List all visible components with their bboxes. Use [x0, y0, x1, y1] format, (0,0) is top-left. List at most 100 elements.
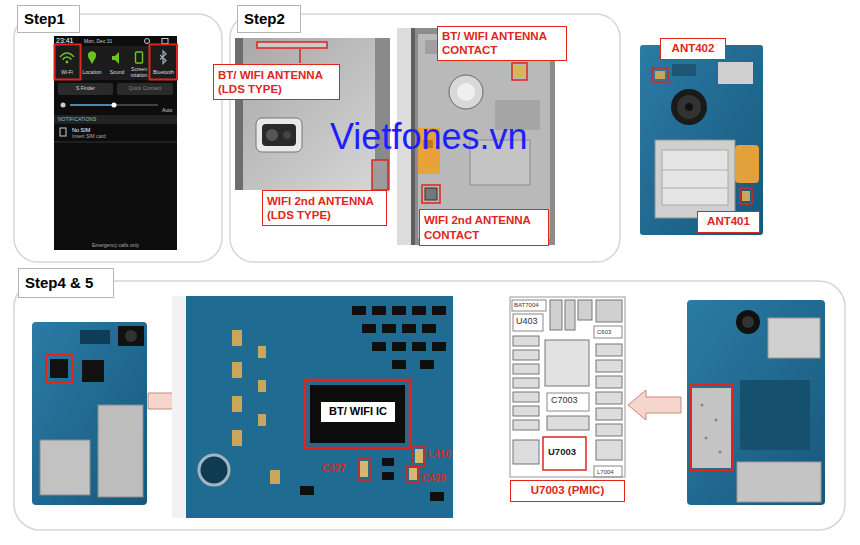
- node-text: BT/ WIFI ANTENNA CONTACT: [442, 29, 562, 58]
- shield-dot: [719, 451, 722, 454]
- brightness-icon: [61, 103, 66, 108]
- callout-box: BT/ WIFI ANTENNA (LDS TYPE): [213, 64, 340, 100]
- schematic-part: [565, 300, 575, 330]
- vibration-motor: [677, 95, 701, 119]
- highlight-box: [543, 437, 586, 470]
- board-edge: [172, 296, 186, 518]
- vibration-motor: [685, 103, 693, 111]
- node-text: Step2: [244, 10, 294, 28]
- schematic-part: [594, 466, 622, 477]
- component-ref: C427: [322, 463, 346, 474]
- screen-text: S Finder: [61, 86, 111, 92]
- schematic-part: [513, 420, 539, 430]
- schematic-part: [513, 350, 539, 360]
- component: [382, 324, 396, 333]
- pcb: [172, 296, 453, 518]
- pcb: [32, 322, 147, 505]
- watermark: Vietfones.vn: [330, 117, 527, 157]
- back-cover-photo: [235, 38, 390, 190]
- schematic-part: [596, 424, 622, 436]
- camera-module: [118, 326, 144, 346]
- schematic-part: [513, 440, 539, 464]
- chip: [310, 385, 405, 443]
- board-photo: [640, 45, 763, 235]
- schematic-part: [513, 392, 539, 402]
- component: [402, 324, 416, 333]
- slider-knob: [112, 103, 117, 108]
- schematic-part: [513, 364, 539, 374]
- gold-pad: [270, 470, 280, 484]
- highlight-box: [46, 355, 72, 382]
- node-text: BT/ WIFI ANTENNA (LDS TYPE): [218, 68, 335, 97]
- schematic-ref: U403: [516, 317, 538, 327]
- camera-window: [262, 124, 296, 146]
- highlight-box: [150, 45, 178, 80]
- screen-text: 23:41: [56, 37, 74, 45]
- component: [718, 62, 753, 84]
- screen-ground: [54, 36, 177, 250]
- screen-text: No SIM: [72, 127, 90, 133]
- screen-text: Mon, Dec 31: [84, 39, 112, 45]
- schematic-part: [545, 340, 589, 386]
- component: [82, 360, 104, 382]
- screen-text: Auto: [162, 108, 172, 114]
- camera-module: [736, 310, 760, 334]
- screen-text: Bluetooth: [152, 70, 176, 76]
- shield-can: [98, 405, 143, 497]
- screen-text: Emergency calls only: [86, 243, 146, 249]
- schematic-part: [578, 300, 592, 320]
- bluetooth-icon: [160, 51, 166, 64]
- step-panel: [14, 14, 222, 262]
- camera-lens: [742, 316, 754, 328]
- component: [422, 324, 436, 333]
- gold-pad: [232, 396, 242, 412]
- antenna-pad: [655, 71, 665, 79]
- screen-text: Insert SIM card: [72, 134, 106, 140]
- screen-button: [58, 83, 113, 95]
- component: [392, 360, 406, 369]
- gold-pad: [258, 346, 266, 358]
- shield-dot: [715, 419, 718, 422]
- schematic-part: [547, 393, 589, 411]
- camera-cutout: [256, 118, 302, 152]
- camera-hole: [449, 75, 483, 109]
- screen-text: Location: [81, 70, 103, 76]
- node-text: ANT401: [702, 215, 755, 229]
- wifi-icon: [66, 61, 69, 64]
- step-label: Step1: [17, 5, 80, 33]
- schematic-ref: L7004: [597, 469, 614, 476]
- rotation-icon: [136, 52, 143, 63]
- pcb: [640, 45, 763, 235]
- schematic-part: [596, 300, 622, 322]
- zoom-photo: [172, 296, 453, 518]
- component: [392, 342, 406, 351]
- component-ref: C428: [422, 473, 446, 484]
- node-text: ANT402: [665, 42, 721, 56]
- screen-text: Sound: [108, 70, 126, 76]
- divider: [54, 142, 177, 143]
- highlight-box: [358, 458, 370, 480]
- inductor: [415, 449, 423, 463]
- antenna-contact: [425, 188, 437, 200]
- highlight-box: [422, 185, 440, 203]
- screen-text: Quick Connect: [119, 86, 171, 92]
- notification-bar: [54, 115, 177, 124]
- component: [412, 342, 426, 351]
- schematic-part: [513, 314, 543, 331]
- chip: [50, 359, 68, 378]
- schematic-part: [550, 300, 562, 330]
- highlight-box: [407, 466, 419, 482]
- component: [300, 486, 314, 495]
- antenna-strip: [372, 160, 388, 190]
- schematic-part: [513, 378, 539, 388]
- photo-ground: [235, 38, 390, 190]
- step-label: Step2: [237, 5, 301, 33]
- location-icon: [88, 51, 96, 64]
- schematic-part: [547, 416, 589, 430]
- schematic-part: [513, 406, 539, 416]
- shield-can: [692, 388, 731, 468]
- component: [382, 472, 394, 480]
- schematic-part: [512, 300, 546, 311]
- node-text: WIFI 2nd ANTENNA CONTACT: [424, 213, 544, 242]
